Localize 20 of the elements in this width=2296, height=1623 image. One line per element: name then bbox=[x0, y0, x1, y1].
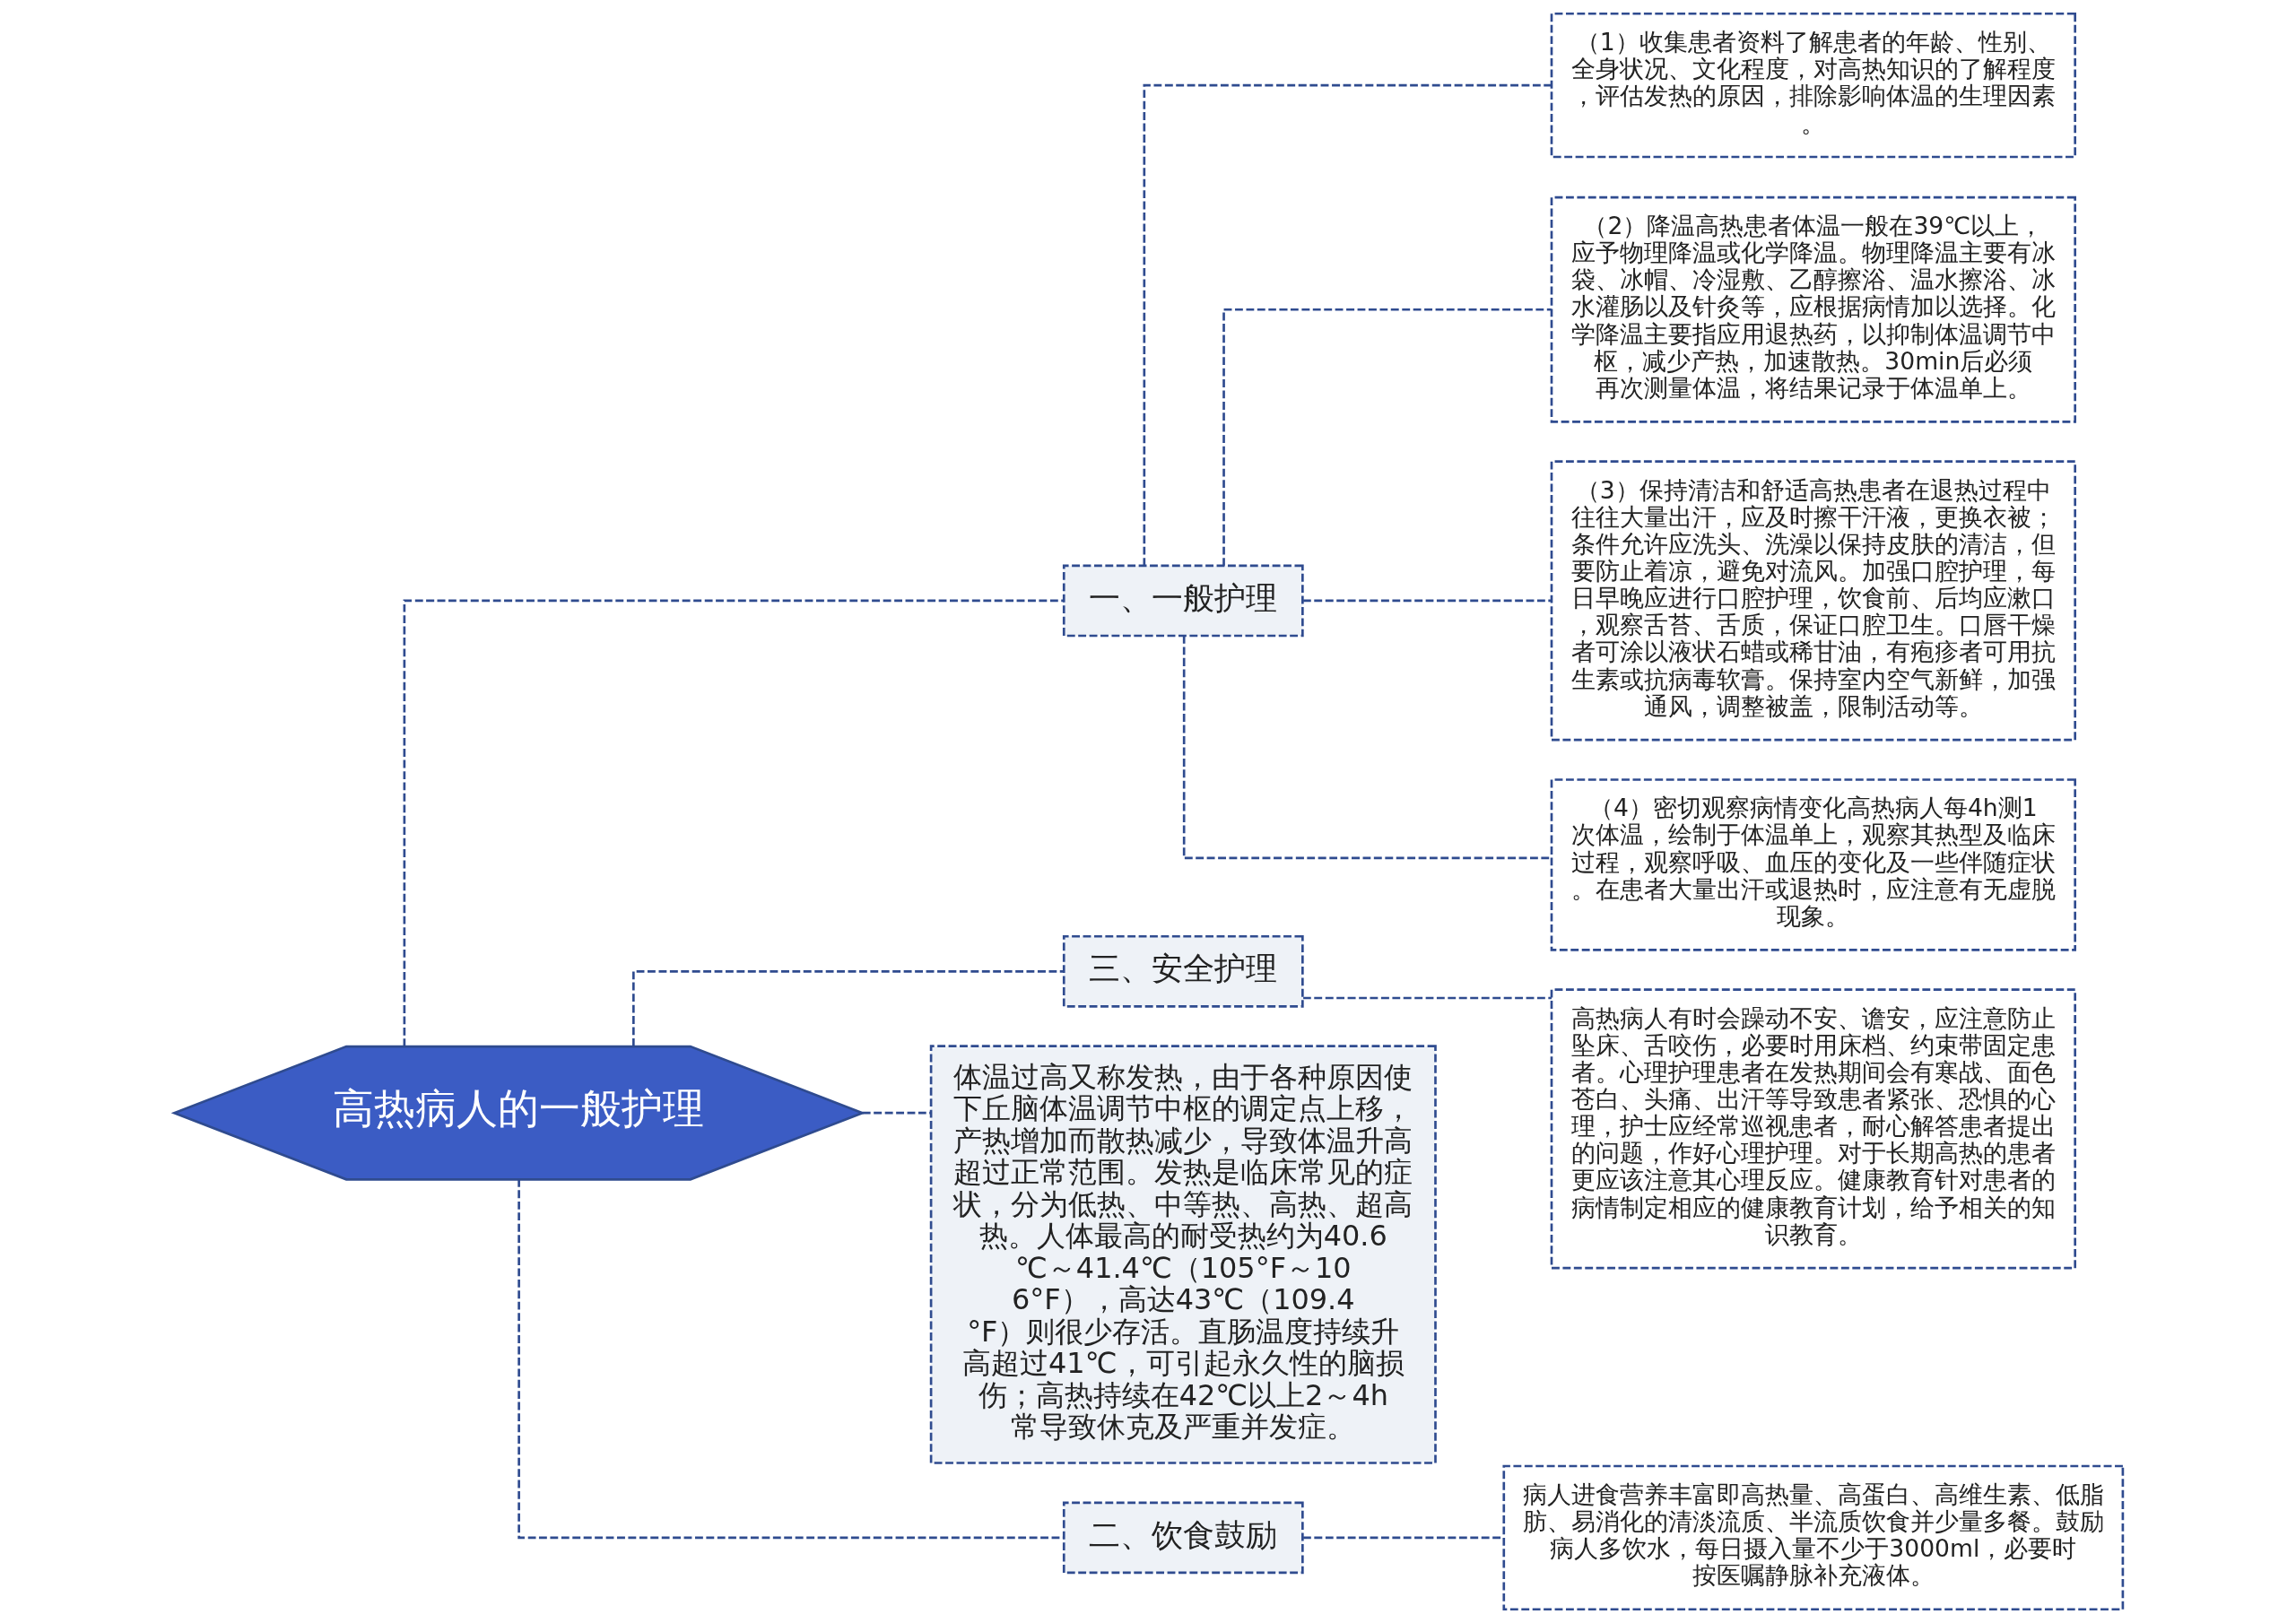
connector bbox=[1302, 599, 1552, 603]
connector bbox=[862, 1111, 931, 1115]
node-box: 病人进食营养丰富即高热量、高蛋白、高维生素、低脂肪、易消化的清淡流质、半流质饮食并少量多餐。鼓励病人多饮水，每日摄入量不少于3000ml，必要时按医嘱静脉补充液体。 bbox=[1501, 1464, 2124, 1611]
connector bbox=[1143, 83, 1552, 566]
node-box: （2）降温高热患者体温一般在39℃以上，应予物理降温或化学降温。物理降温主要有冰袋、冰帽、冷湿敷、乙醇擦浴、温水擦浴、冰水灌肠以及针灸等，应根据病情加以选择。化学降温主要指应用退热药，以抑制体温调节中枢，减少产热，加速散热。30min后必须再次测量体温，将结果记录于体温单上。 bbox=[1550, 195, 2076, 423]
connector bbox=[1182, 636, 1552, 860]
node-box: （1）收集患者资料了解患者的年龄、性别、全身状况、文化程度，对高热知识的了解程度，评估发热的原因，排除影响体温的生理因素。 bbox=[1550, 12, 2076, 159]
node-box: 三、安全护理 bbox=[1062, 934, 1304, 1008]
node-box: 体温过高又称发热，由于各种原因使下丘脑体温调节中枢的调定点上移，产热增加而散热减少，导致体温升高超过正常范围。发热是临床常见的症状，分为低热、中等热、高热、超高热。人体最高的耐受热约为40.6℃～41.4℃（105°F～106°F），高达43℃（109.4°F）则很少存活。直肠温度持续升高超过41℃，可引起永久性的脑损伤；高热持续在42℃以上2～4h常导致休克及严重并发症。 bbox=[929, 1045, 1437, 1464]
connector bbox=[1222, 308, 1552, 566]
node-box: 一、一般护理 bbox=[1062, 564, 1304, 638]
node-box: 高热病人有时会躁动不安、谵安，应注意防止坠床、舌咬伤，必要时用床档、约束带固定患者。心理护理患者在发热期间会有寒战、面色苍白、头痛、出汗等导致患者紧张、恐惧的心理，护士应经常巡视患者，耐心解答患者提出的问题，作好心理护理。对于长期高热的患者更应该注意其心理反应。健康教育针对患者的病情制定相应的健康教育计划，给予相关的知识教育。 bbox=[1550, 988, 2076, 1270]
connector bbox=[1302, 1536, 1503, 1540]
node-box: 二、饮食鼓励 bbox=[1062, 1501, 1304, 1575]
node-box: （3）保持清洁和舒适高热患者在退热过程中往往大量出汗，应及时擦干汗液，更换衣被；条件允许应洗头、洗澡以保持皮肤的清洁，但要防止着凉，避免对流风。加强口腔护理，每日早晚应进行口腔护理，饮食前、后均应漱口，观察舌苔、舌质，保证口腔卫生。口唇干燥者可涂以液状石蜡或稀甘油，有疱疹者可用抗生素或抗病毒软膏。保持室内空气新鲜，加强通风，调整被盖，限制活动等。 bbox=[1550, 460, 2076, 742]
connector bbox=[517, 1179, 1064, 1540]
connector bbox=[403, 599, 1064, 1047]
node-box: （4）密切观察病情变化高热病人每4h测1次体温，绘制于体温单上，观察其热型及临床过程，观察呼吸、血压的变化及一些伴随症状。在患者大量出汗或退热时，应注意有无虚脱现象。 bbox=[1550, 778, 2076, 951]
connector bbox=[1302, 996, 1552, 1000]
connector bbox=[631, 969, 1064, 1046]
